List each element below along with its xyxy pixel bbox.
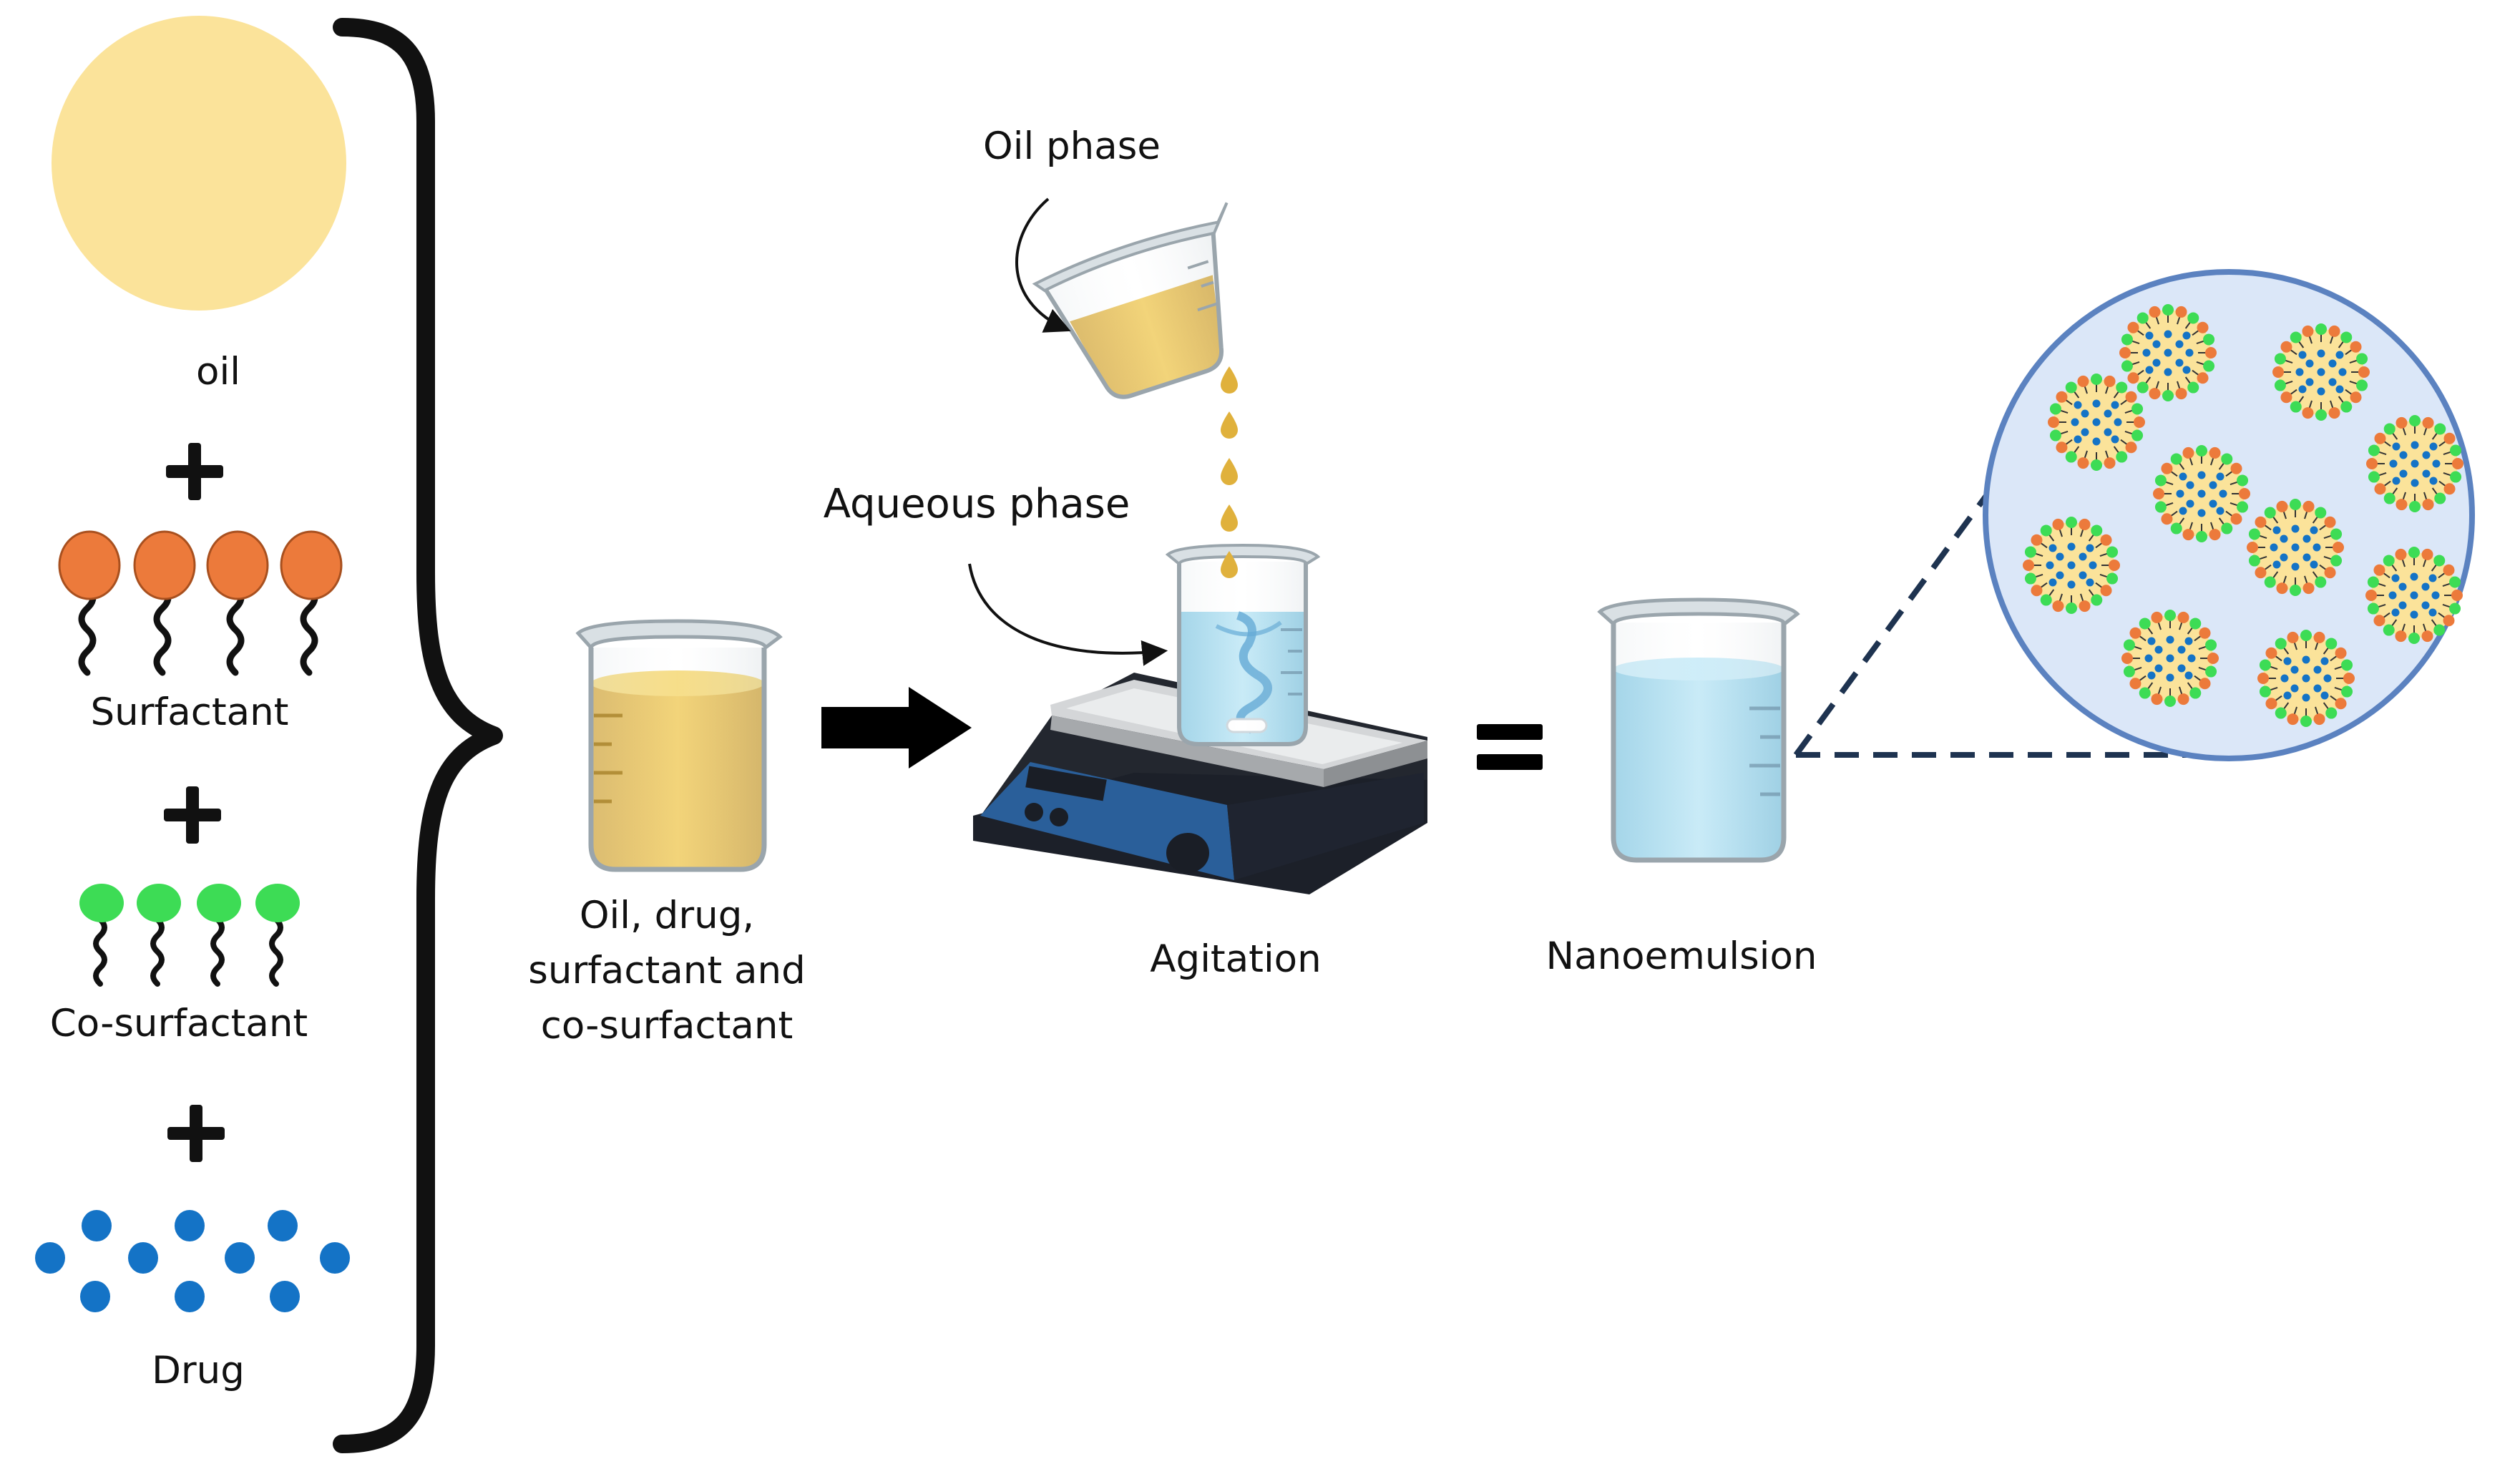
nanodroplet (2366, 415, 2463, 512)
nanodroplet (2153, 445, 2250, 542)
surfactant-label: Surfactant (90, 690, 289, 734)
surfactant-molecule (133, 530, 196, 676)
surfactant-molecule (58, 530, 121, 676)
cosurfactant-molecule (197, 884, 241, 987)
pouring-cup-icon (1032, 202, 1229, 399)
mixture-label-line-1: Oil, drug, (579, 894, 755, 937)
cosurfactant-molecule (137, 884, 181, 987)
cosurfactant-label: Co-surfactant (49, 1002, 308, 1045)
cosurfactant-molecule (79, 884, 124, 987)
oil-label: oil (196, 350, 240, 394)
aqueous-phase-label: Aqueous phase (823, 481, 1130, 527)
plus-icon (164, 786, 221, 844)
drug-particle (320, 1242, 350, 1274)
nanodroplets-icon (2023, 304, 2463, 727)
mixture-label-line-3: co-surfactant (540, 1003, 793, 1048)
drug-particle (270, 1281, 300, 1312)
brace-icon (333, 18, 503, 1453)
drug-particle (35, 1242, 65, 1274)
nanodroplet (2119, 304, 2217, 401)
agitation-label: Agitation (1150, 937, 1322, 981)
nanodroplet (2257, 630, 2355, 727)
mixture-label-line-2: surfactant and (528, 948, 806, 992)
surfactant-molecule (206, 530, 269, 676)
aqueous-phase-pointer-arrow (968, 563, 1168, 666)
plus-icon (167, 1105, 225, 1162)
surfactant-molecule (280, 530, 343, 676)
aqueous-beaker-icon (1165, 543, 1321, 746)
oil-droplet-icon (52, 16, 346, 311)
oil-phase-pointer-arrow (1015, 197, 1071, 333)
nanoemulsion-beaker-icon (1597, 597, 1800, 863)
nanodroplet (2023, 517, 2120, 614)
nanodroplet (2121, 610, 2219, 707)
surfactant-molecules-icon (58, 530, 343, 676)
nanodroplet (2048, 374, 2145, 471)
nanodroplet (2272, 323, 2370, 421)
drug-particle (268, 1210, 298, 1241)
drug-particle (175, 1281, 205, 1312)
drug-particles-icon (35, 1210, 350, 1312)
equals-icon (1477, 724, 1543, 770)
zoom-lines (1793, 470, 2218, 758)
drug-particle (128, 1242, 158, 1274)
oil-mixture-beaker-icon (575, 619, 783, 872)
nanodroplet (2247, 499, 2344, 596)
drug-particle (175, 1210, 205, 1241)
drug-label: Drug (152, 1349, 245, 1392)
stirrer-icon (973, 673, 1427, 894)
nanodroplet (2365, 547, 2463, 644)
drug-particle (80, 1281, 110, 1312)
cosurfactant-molecule (255, 884, 300, 987)
oil-phase-label: Oil phase (983, 125, 1161, 168)
mixture-label: Oil, drug, surfactant and co-surfactant (481, 889, 853, 1054)
oil-drops-icon (1221, 366, 1238, 578)
drug-particle (82, 1210, 112, 1241)
nanoemulsion-label: Nanoemulsion (1545, 934, 1817, 978)
arrow-right-icon (821, 687, 972, 768)
plus-icon (166, 443, 223, 500)
cosurfactant-molecules-icon (79, 884, 300, 987)
drug-particle (225, 1242, 255, 1274)
